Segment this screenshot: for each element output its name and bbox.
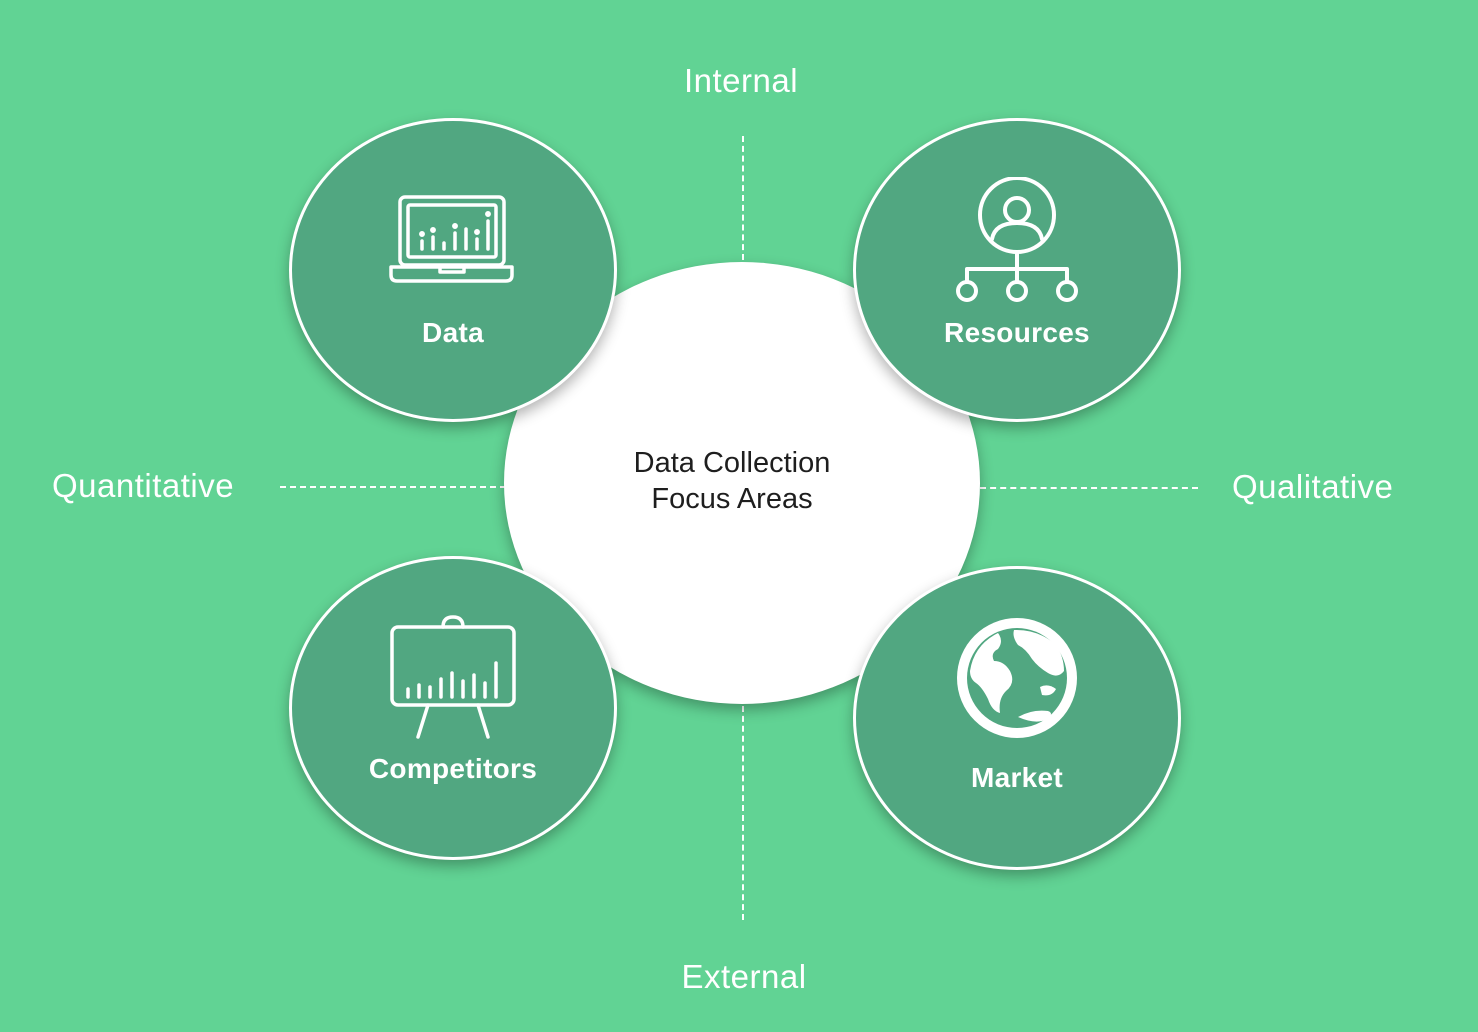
node-resources: Resources xyxy=(853,118,1181,422)
node-label: Competitors xyxy=(368,753,538,784)
node-market: Market xyxy=(853,566,1181,870)
center-title: Data Collection Focus Areas xyxy=(633,446,831,515)
globe-icon xyxy=(952,613,1082,748)
axis-line-bottom xyxy=(742,706,744,920)
node-label: Market xyxy=(970,762,1064,793)
axis-line-right xyxy=(980,487,1198,489)
axis-label-qualitative: Qualitative xyxy=(1232,468,1394,505)
node-label: Resources xyxy=(944,317,1090,348)
presentation-board-icon xyxy=(388,613,518,748)
laptop-chart-icon xyxy=(388,191,518,290)
node-competitors: Competitors xyxy=(289,556,617,860)
node-label: Data xyxy=(422,317,484,348)
axis-line-left xyxy=(280,486,506,488)
user-hierarchy-icon xyxy=(952,176,1082,312)
axis-line-top xyxy=(742,136,744,260)
axis-label-internal: Internal xyxy=(683,62,799,99)
axis-label-quantitative: Quantitative xyxy=(52,467,235,504)
axis-label-external: External xyxy=(681,958,807,995)
node-data: Data xyxy=(289,118,617,422)
